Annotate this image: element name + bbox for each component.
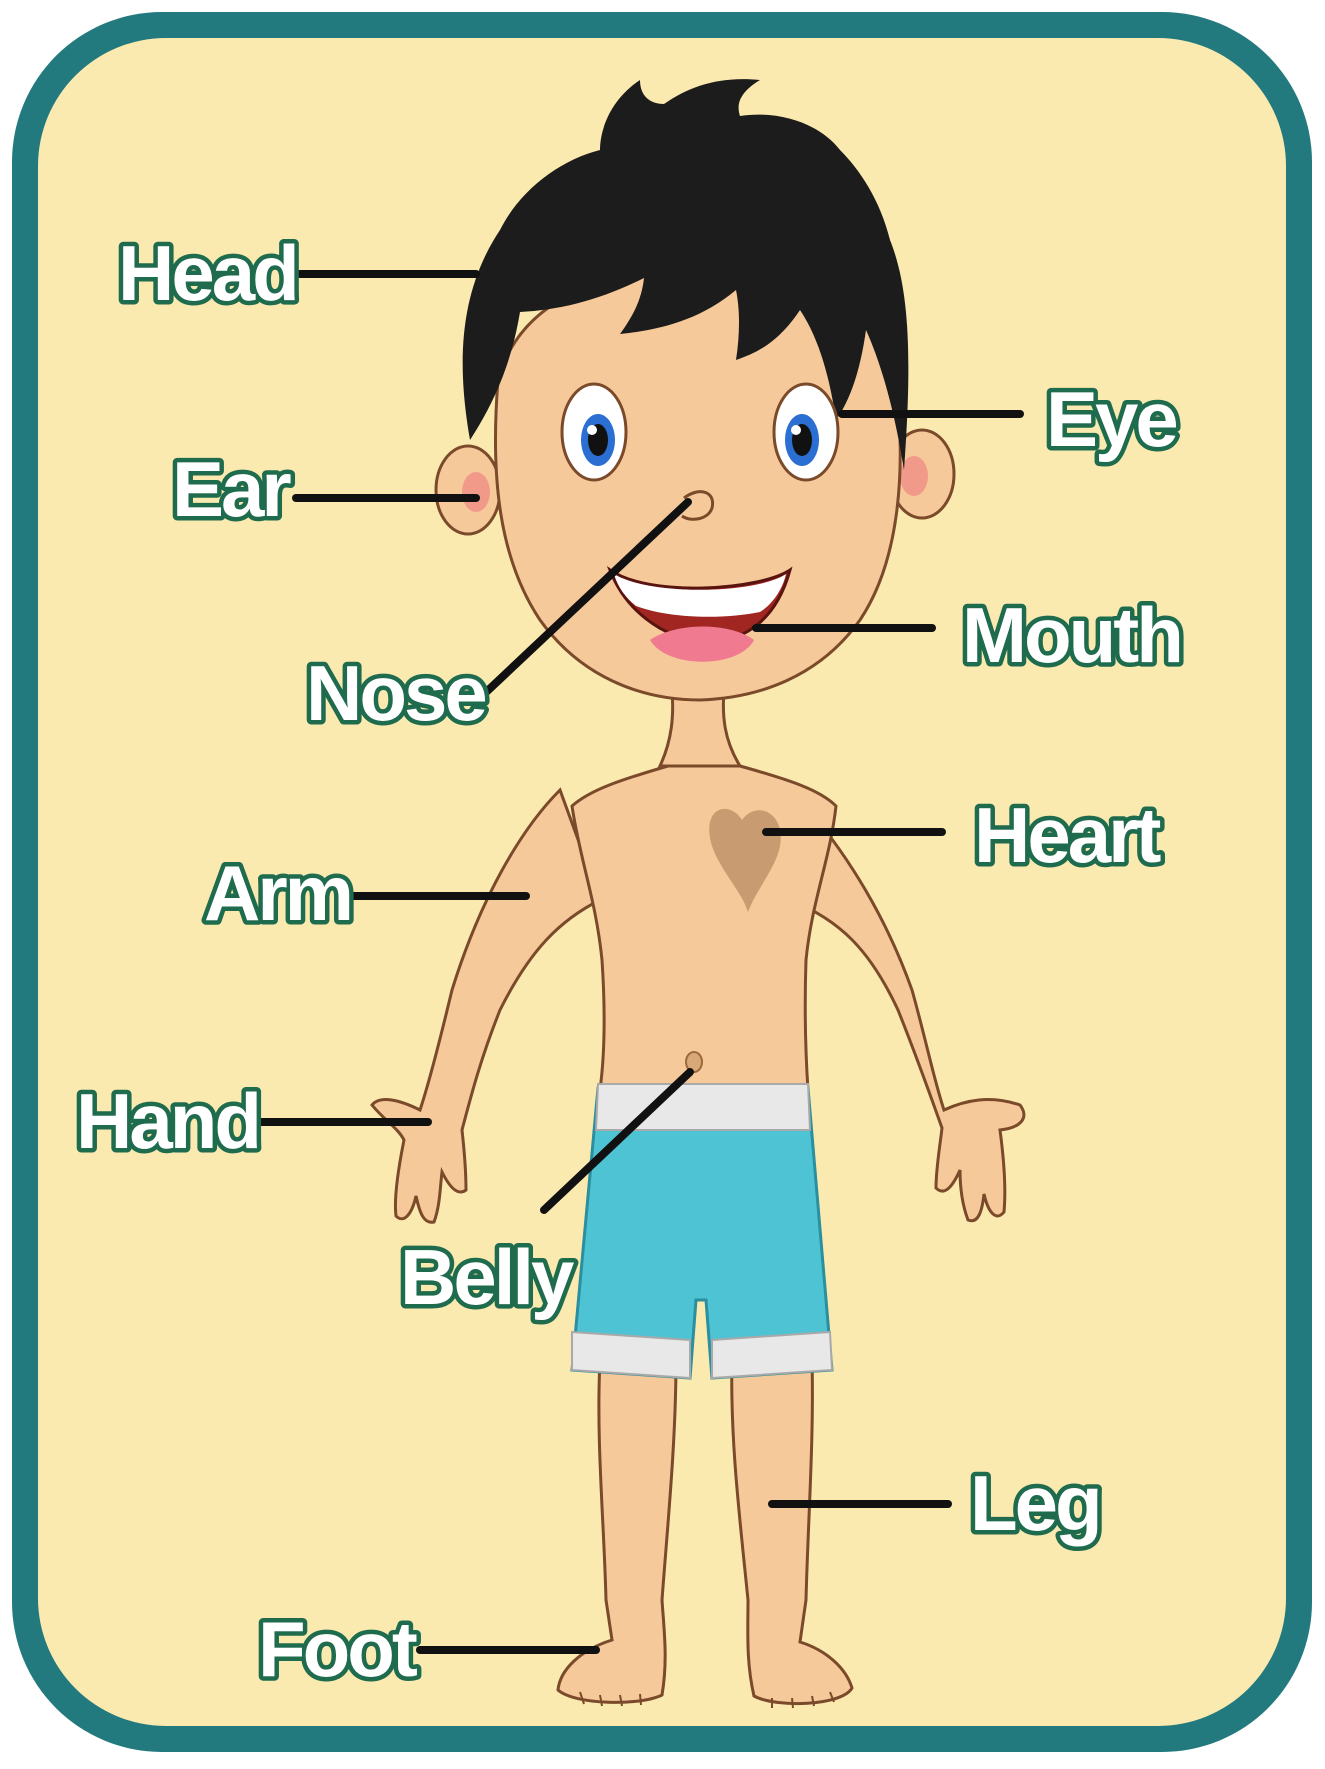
label-head: Head <box>118 229 297 317</box>
label-foot: Foot <box>258 1605 418 1693</box>
label-hand: Hand <box>76 1077 259 1165</box>
label-heart: Heart <box>974 791 1161 879</box>
label-leg: Leg <box>970 1459 1100 1547</box>
label-mouth: Mouth <box>962 591 1181 679</box>
label-arm: Arm <box>204 849 351 937</box>
label-eye: Eye <box>1046 375 1176 463</box>
label-belly: Belly <box>400 1233 574 1321</box>
label-nose: Nose <box>306 649 485 737</box>
label-ear: Ear <box>172 445 291 533</box>
left-ear-inner <box>462 472 490 512</box>
